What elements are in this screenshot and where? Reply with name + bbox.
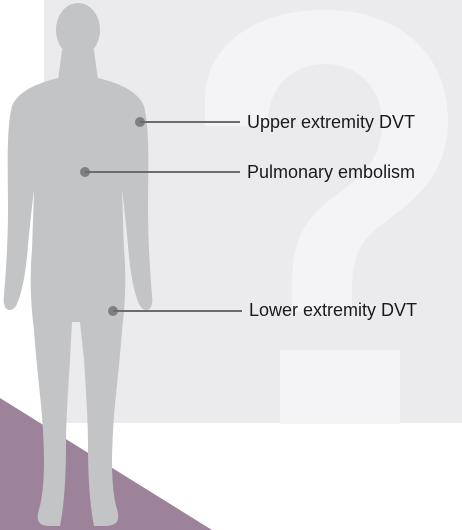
label-lower-extremity-dvt: Lower extremity DVT <box>249 301 417 319</box>
question-mark-dot <box>280 350 400 424</box>
label-pulmonary-embolism: Pulmonary embolism <box>247 163 415 181</box>
label-upper-extremity-dvt: Upper extremity DVT <box>247 113 415 131</box>
